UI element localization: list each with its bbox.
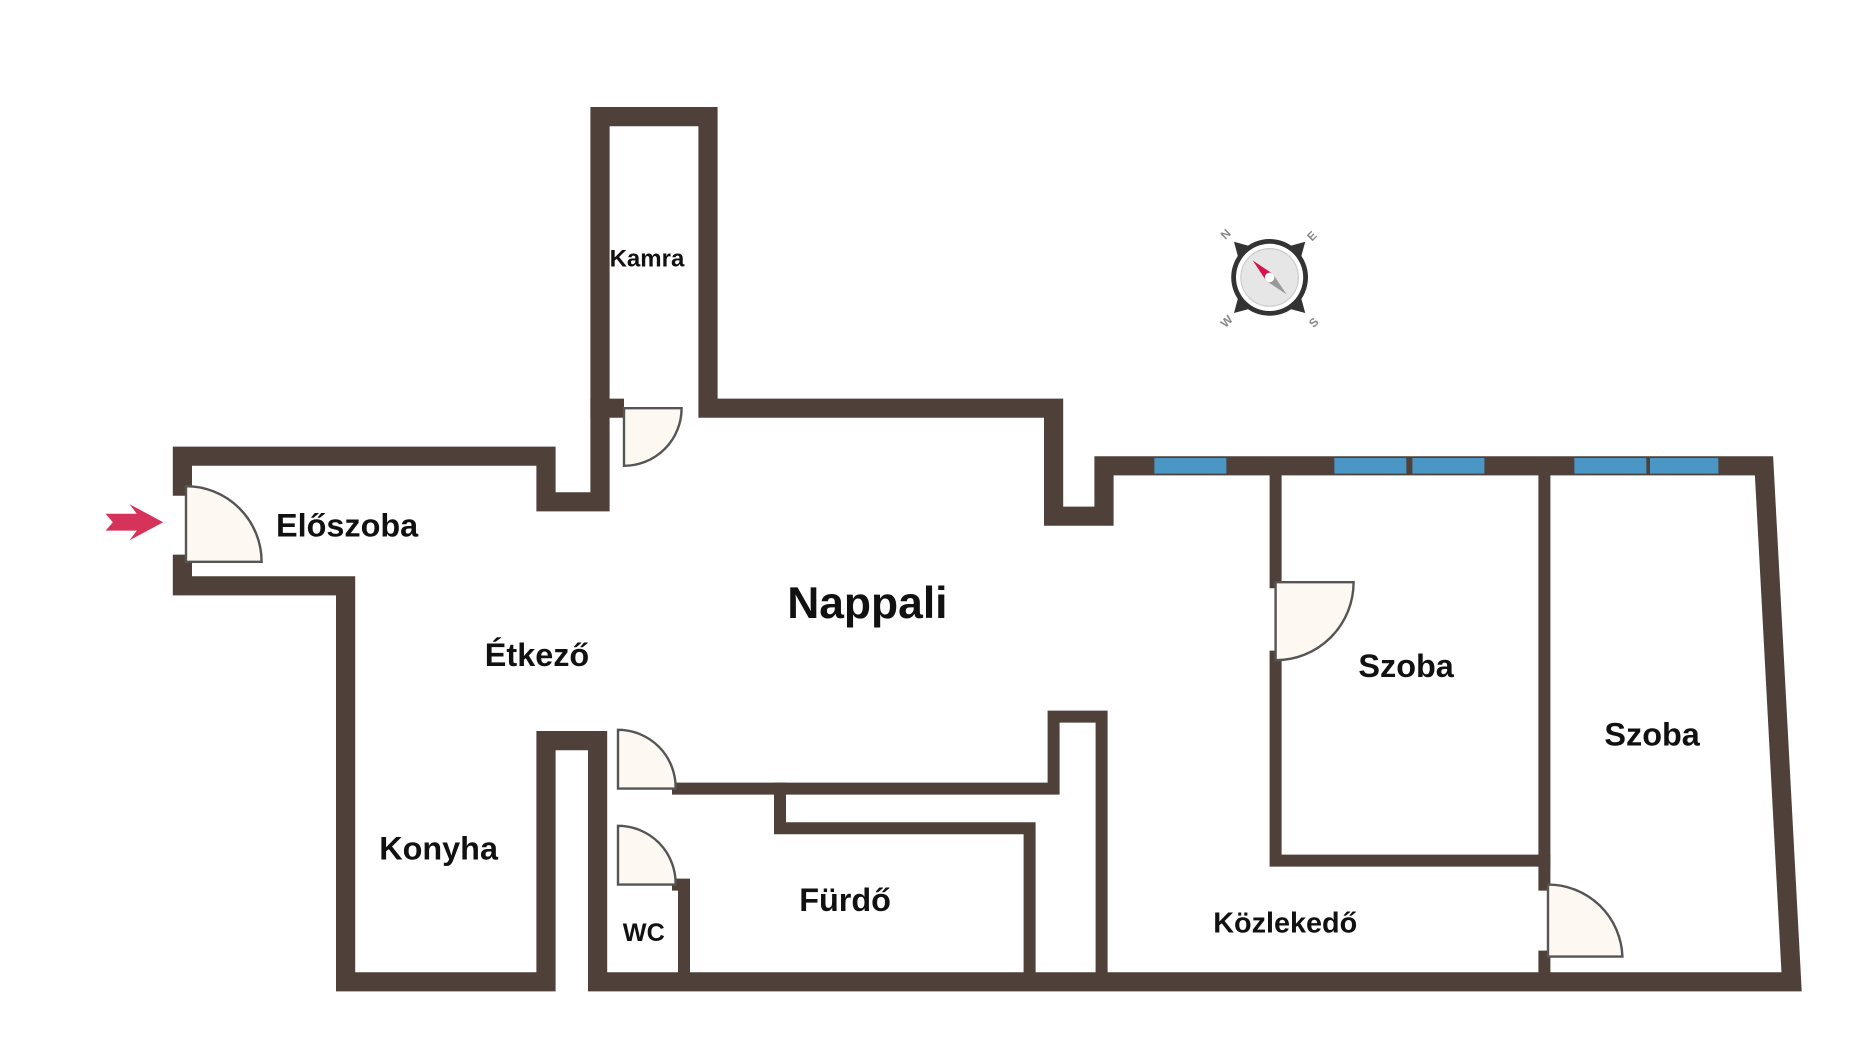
walls	[172, 107, 1802, 992]
szoba-door	[1274, 581, 1355, 662]
wc-door	[616, 824, 677, 886]
room-label-konyha: Konyha	[379, 830, 499, 866]
szoba2-door	[1546, 883, 1624, 958]
furdo-door	[616, 728, 677, 790]
room-label-kozlekedo: Közlekedő	[1213, 908, 1357, 940]
doors	[184, 407, 1624, 958]
room-label-szoba-2: Szoba	[1604, 716, 1700, 752]
compass-icon: N E S W	[1218, 226, 1322, 331]
entrance-door	[184, 484, 263, 563]
compass-s: S	[1306, 315, 1322, 331]
kamra-door	[622, 407, 683, 468]
compass-e: E	[1304, 228, 1320, 244]
entrance-arrow-icon	[105, 504, 164, 541]
room-label-eloszoba: Előszoba	[276, 508, 419, 544]
room-label-furdo: Fürdő	[799, 882, 891, 918]
room-label-kamra: Kamra	[610, 246, 685, 273]
compass-n: N	[1218, 226, 1234, 242]
room-label-wc: WC	[623, 919, 665, 947]
compass-w: W	[1218, 312, 1236, 330]
room-label-nappali: Nappali	[787, 579, 947, 628]
room-label-szoba-1: Szoba	[1358, 648, 1454, 684]
room-label-etkezo: Étkező	[485, 636, 589, 673]
